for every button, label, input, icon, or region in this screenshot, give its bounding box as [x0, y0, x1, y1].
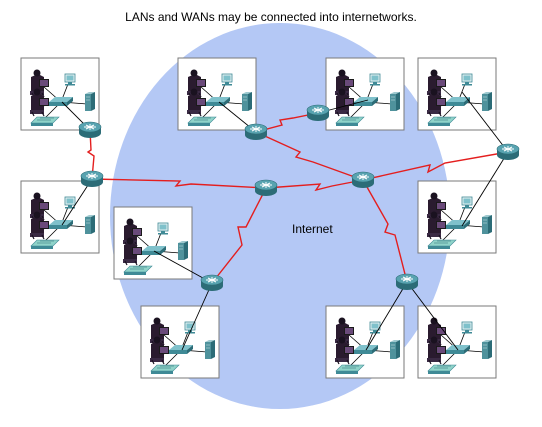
- router-icon: [78, 121, 102, 139]
- router-icon: [254, 179, 278, 197]
- wan-links: [86, 112, 509, 284]
- lan-box-top-right: [418, 58, 496, 130]
- router-icon: [306, 104, 330, 122]
- lan-box-right: [418, 181, 496, 253]
- lan-box-top-center-left: [178, 58, 256, 130]
- router-icon: [80, 170, 104, 188]
- lan-box-center-left: [114, 207, 192, 279]
- lan-box-top-center-right: [326, 58, 404, 130]
- router-icon: [395, 273, 419, 291]
- lan-box-left: [21, 181, 99, 253]
- router-icon: [351, 171, 375, 189]
- router-icon: [244, 123, 268, 141]
- lan-box-top-left: [21, 58, 99, 130]
- router-icon: [200, 274, 224, 292]
- lan-box-bottom-left: [141, 306, 219, 378]
- diagram-caption: LANs and WANs may be connected into inte…: [125, 10, 417, 24]
- lan-box-bottom-center: [326, 306, 404, 378]
- router-icon: [496, 143, 520, 161]
- lan-box-bottom-right: [418, 306, 496, 378]
- internet-label: Internet: [292, 222, 333, 236]
